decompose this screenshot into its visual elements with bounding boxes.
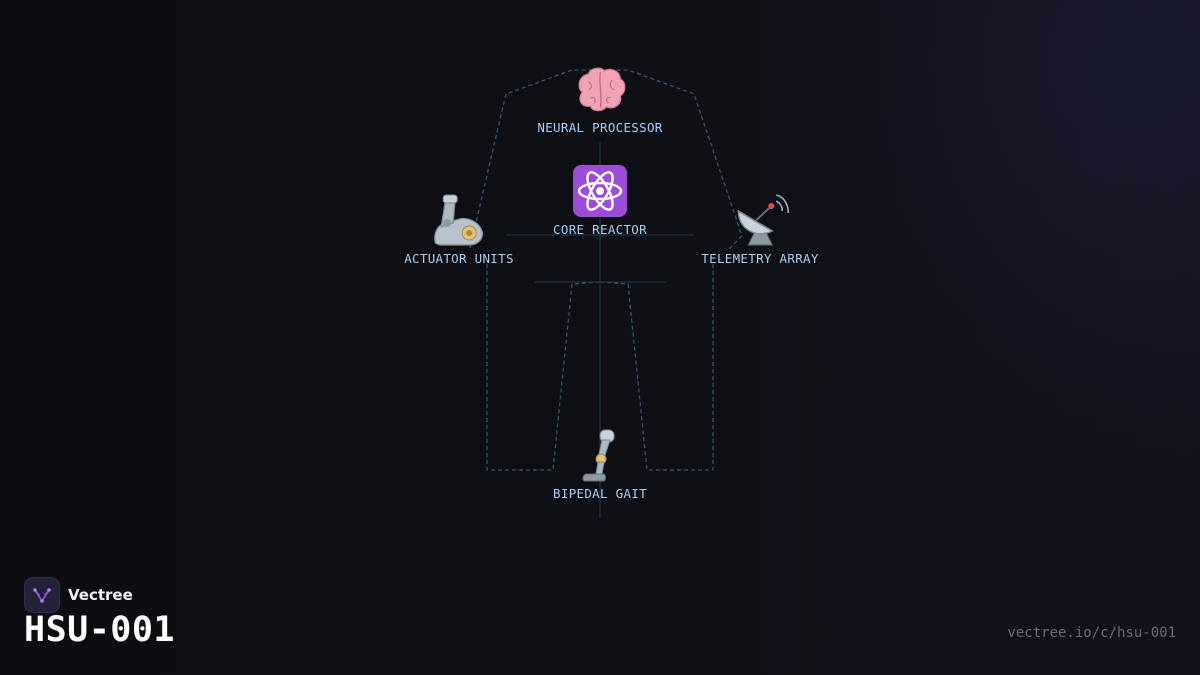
brand[interactable]: Vectree [24,577,133,613]
brand-name: Vectree [68,586,133,604]
node-telemetry-array: TELEMETRY ARRAY [701,193,818,266]
node-bipedal-gait: BIPEDAL GAIT [553,428,647,501]
atom-icon [570,164,630,220]
satellite-dish-icon [730,193,790,249]
mechanical-leg-icon [570,428,630,484]
brain-icon [570,62,630,118]
mechanical-arm-icon [429,193,489,249]
right-shoulder-outline [727,235,743,251]
node-label: NEURAL PROCESSOR [537,120,663,135]
node-label: CORE REACTOR [553,222,647,237]
node-label: TELEMETRY ARRAY [701,251,819,266]
node-label: ACTUATOR UNITS [404,251,514,266]
node-core-reactor: CORE REACTOR [553,164,647,237]
page-title: HSU-001 [24,610,176,650]
page-url-link[interactable]: vectree.io/c/hsu-001 [1007,625,1176,641]
node-neural-processor: NEURAL PROCESSOR [537,62,662,135]
head-outline [469,69,743,249]
node-label: BIPEDAL GAIT [553,486,647,501]
vectree-logo-icon [24,577,60,613]
node-actuator-units: ACTUATOR UNITS [404,193,514,266]
